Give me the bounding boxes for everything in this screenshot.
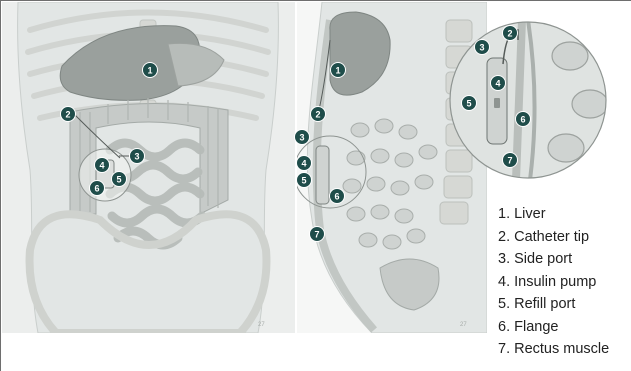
legend-item-insulin-pump: 4. Insulin pump [498,271,609,294]
svg-text:2: 2 [315,110,320,120]
svg-text:3: 3 [479,43,484,53]
zoom-marker-4: 4 [491,76,506,91]
svg-text:6: 6 [334,192,339,202]
legend-list: 1. Liver 2. Catheter tip 3. Side port 4.… [498,203,609,361]
front-marker-1: 1 [143,63,158,78]
legend-item-liver: 1. Liver [498,203,609,226]
svg-text:1: 1 [335,66,340,76]
svg-text:5: 5 [116,175,121,185]
front-marker-5: 5 [112,172,127,187]
front-marker-4: 4 [95,158,110,173]
front-marker-2: 2 [61,107,76,122]
svg-text:6: 6 [94,184,99,194]
side-marker-5: 5 [297,173,312,188]
legend-item-flange: 6. Flange [498,316,609,339]
zoom-marker-7: 7 [503,153,518,168]
svg-text:6: 6 [520,115,525,125]
zoom-marker-3: 3 [475,40,490,55]
svg-text:4: 4 [99,161,104,171]
zoom-marker-2: 2 [503,26,518,41]
front-marker-6: 6 [90,181,105,196]
svg-text:3: 3 [134,152,139,162]
side-marker-4: 4 [297,156,312,171]
svg-text:4: 4 [301,159,306,169]
svg-text:3: 3 [299,133,304,143]
zoom-marker-6: 6 [516,112,531,127]
svg-text:7: 7 [314,230,319,240]
side-marker-2: 2 [311,107,326,122]
svg-text:27: 27 [460,322,467,328]
svg-text:4: 4 [495,79,500,89]
svg-text:2: 2 [507,29,512,39]
legend-item-refill-port: 5. Refill port [498,293,609,316]
side-marker-7: 7 [310,227,325,242]
svg-text:2: 2 [65,110,70,120]
side-marker-1: 1 [331,63,346,78]
svg-text:7: 7 [507,156,512,166]
legend-item-catheter-tip: 2. Catheter tip [498,226,609,249]
zoom-marker-5: 5 [462,96,477,111]
svg-text:27: 27 [258,322,265,328]
front-marker-3: 3 [130,149,145,164]
side-view: 27 [294,2,487,333]
front-view: 27 [2,2,295,333]
legend-item-rectus-muscle: 7. Rectus muscle [498,338,609,361]
svg-text:5: 5 [466,99,471,109]
legend-item-side-port: 3. Side port [498,248,609,271]
svg-text:1: 1 [147,66,152,76]
svg-text:5: 5 [301,176,306,186]
side-marker-3: 3 [295,130,310,145]
side-marker-6: 6 [330,189,345,204]
